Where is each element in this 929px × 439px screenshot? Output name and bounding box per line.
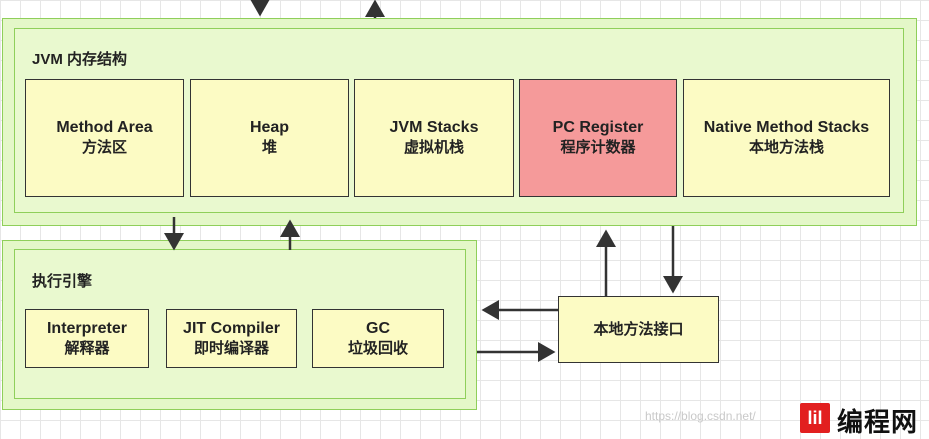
heap-en: Heap — [249, 119, 290, 136]
native-interface-label: 本地方法接口 — [593, 320, 684, 338]
gc-box: GC 垃圾回收 — [312, 309, 444, 368]
jit-compiler-en: JIT Compiler — [183, 319, 280, 337]
watermark-url: https://blog.csdn.net/ — [645, 409, 756, 423]
jvm-stacks-box: JVM Stacks 虚拟机栈 — [354, 79, 514, 197]
gc-cn: 垃圾回收 — [347, 339, 408, 357]
method-area-en: Method Area — [56, 119, 153, 136]
interpreter-cn: 解释器 — [64, 339, 110, 357]
pc-register-en: PC Register — [552, 119, 644, 136]
jvm-title: JVM 内存结构 — [32, 51, 128, 68]
site-logo-icon: lil — [800, 403, 830, 433]
jvm-stacks-cn: 虚拟机栈 — [403, 139, 464, 156]
pc-register-box: PC Register 程序计数器 — [519, 79, 677, 197]
native-method-stacks-cn: 本地方法栈 — [748, 139, 824, 156]
engine-title: 执行引擎 — [32, 273, 93, 290]
jit-compiler-box: JIT Compiler 即时编译器 — [166, 309, 297, 368]
interpreter-box: Interpreter 解释器 — [25, 309, 149, 368]
jvm-stacks-en: JVM Stacks — [389, 119, 479, 136]
heap-box: Heap 堆 — [190, 79, 349, 197]
native-interface-box: 本地方法接口 — [558, 296, 719, 363]
pc-register-cn: 程序计数器 — [560, 139, 636, 156]
method-area-cn: 方法区 — [81, 139, 127, 156]
interpreter-en: Interpreter — [46, 319, 128, 337]
heap-cn: 堆 — [261, 139, 277, 156]
method-area-box: Method Area 方法区 — [25, 79, 184, 197]
site-logo-text: 编程网 — [837, 407, 919, 437]
gc-en: GC — [366, 319, 390, 337]
native-method-stacks-box: Native Method Stacks 本地方法栈 — [683, 79, 890, 197]
jit-compiler-cn: 即时编译器 — [193, 339, 269, 357]
native-method-stacks-en: Native Method Stacks — [703, 119, 870, 136]
